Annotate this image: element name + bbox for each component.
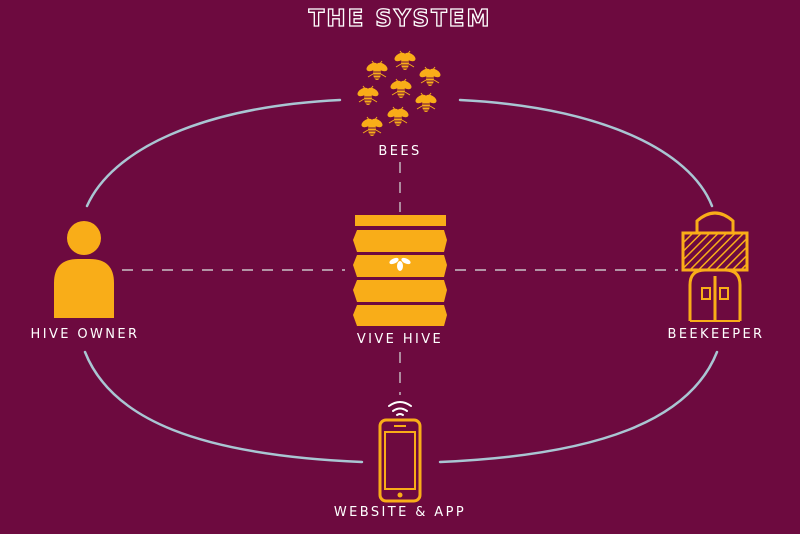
vive-hive-label: VIVE HIVE: [356, 332, 444, 347]
hive-owner-label: HIVE OWNER: [30, 327, 140, 342]
beekeeper-label: BEEKEEPER: [667, 327, 765, 342]
dashed-connector: [122, 162, 678, 395]
wifi-signal-icon: [388, 401, 412, 416]
diagram-title: THE SYSTEM: [308, 5, 492, 32]
hive-bee-emblem-icon: [389, 257, 411, 271]
bees-label: BEES: [378, 144, 422, 159]
loop-connector: [83, 98, 719, 464]
smartphone-icon: [378, 418, 422, 503]
website-app-label: WEBSITE & APP: [333, 505, 467, 520]
person-icon: [54, 221, 114, 318]
bee-swarm-icon: [355, 50, 443, 137]
beekeeper-hut-icon: [681, 211, 749, 322]
